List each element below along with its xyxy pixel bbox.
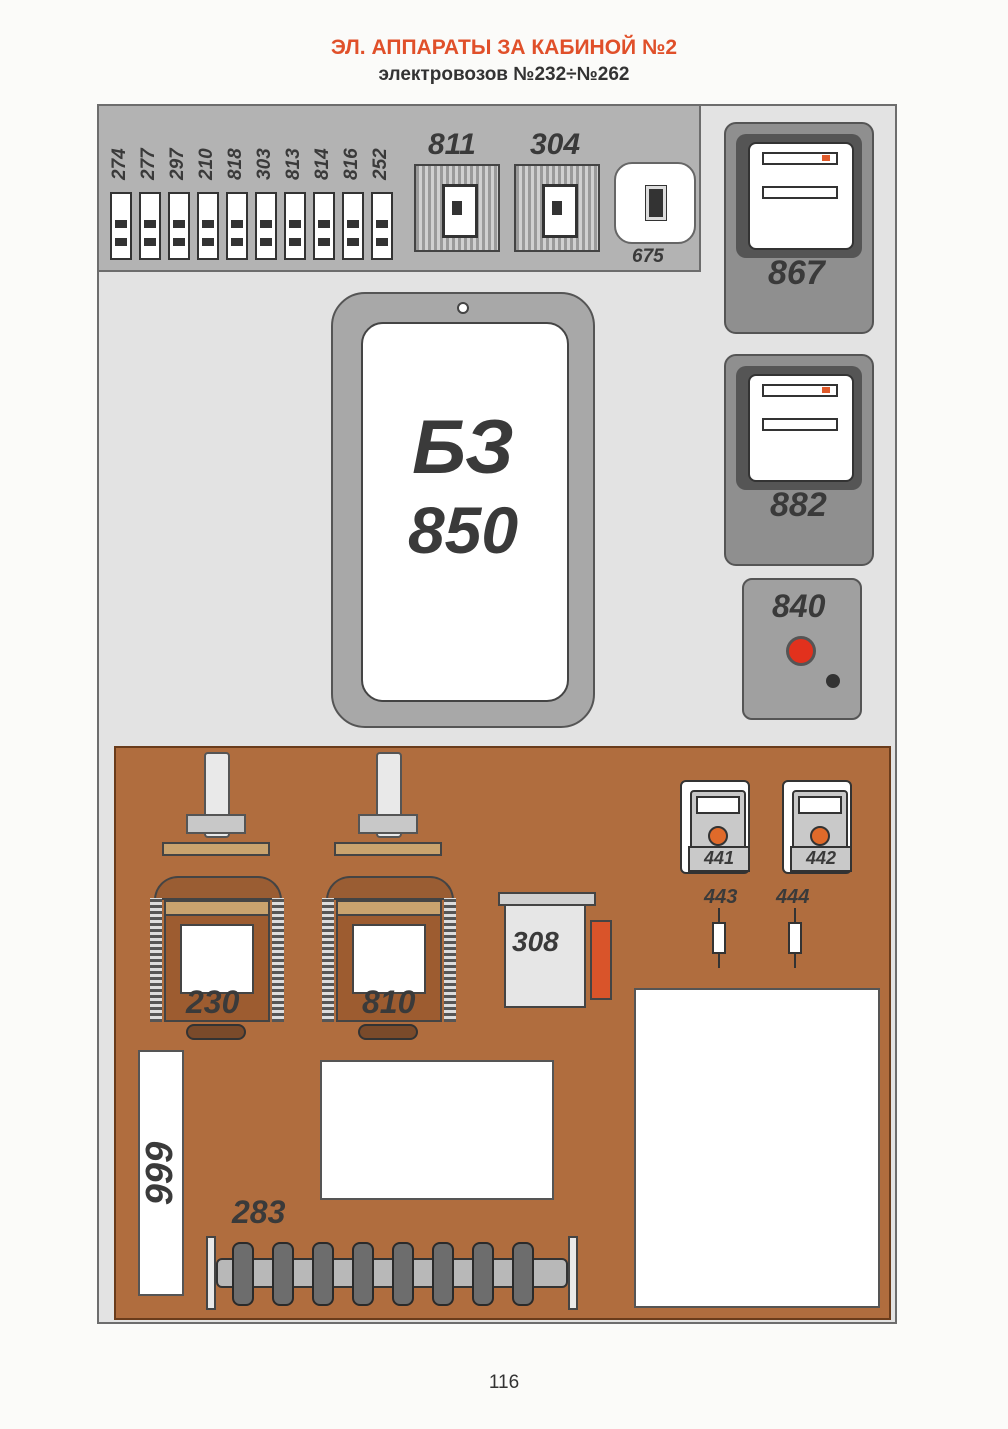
kp-box-1 [320, 1060, 554, 1200]
meter-867 [724, 122, 874, 334]
contactor-304 [514, 164, 600, 252]
breaker-label: 303 [254, 148, 275, 180]
drum-label-283: 283 [232, 1194, 286, 1230]
meter-label-882: 882 [770, 486, 827, 524]
drum-switch-283 [206, 1234, 582, 1314]
black-button-icon [826, 674, 840, 688]
page-title: ЭЛ. АППАРАТЫ ЗА КАБИНОЙ №2 [330, 36, 678, 59]
fuse-443 [712, 908, 726, 968]
block-bz-number: 850 [407, 493, 519, 567]
relay-label-441: 441 [688, 846, 750, 872]
meter-882 [724, 354, 874, 566]
circuit-breaker [226, 192, 248, 260]
contactor-230 [150, 748, 300, 1048]
circuit-breaker [139, 192, 161, 260]
breaker-label: 813 [283, 148, 304, 180]
breaker-label: 814 [312, 148, 333, 180]
contactor-label-230: 230 [186, 984, 240, 1020]
relay-label-308: 308 [512, 926, 559, 957]
block-bz-850 [331, 292, 595, 728]
breaker-label: 252 [370, 148, 391, 180]
breaker-label: 818 [225, 148, 246, 180]
contactor-label-811: 811 [428, 128, 476, 161]
relay-441: 441 [680, 780, 750, 874]
contactor-810 [322, 748, 472, 1048]
circuit-breaker [110, 192, 132, 260]
circuit-breaker [284, 192, 306, 260]
fuse-444 [788, 908, 802, 968]
page-number: 116 [488, 1372, 520, 1393]
relay-label-442: 442 [790, 846, 852, 872]
contactor-811 [414, 164, 500, 252]
contactor-label-304: 304 [530, 128, 581, 161]
page-subtitle: электровозов №232÷№262 [378, 64, 630, 85]
circuit-breaker [342, 192, 364, 260]
resistor-999 [138, 1050, 184, 1296]
toggle-switch-675 [614, 162, 696, 244]
circuit-breaker [168, 192, 190, 260]
breaker-label: 297 [167, 148, 188, 180]
relay-308 [498, 892, 620, 1010]
relay-442: 442 [782, 780, 852, 874]
circuit-breaker [197, 192, 219, 260]
breaker-label: 816 [341, 148, 362, 180]
circuit-breaker [313, 192, 335, 260]
block-bz-label: БЗ [412, 405, 514, 490]
fuse-label-444: 444 [776, 886, 810, 908]
contactor-label-810: 810 [362, 984, 416, 1020]
red-lamp-icon [786, 636, 816, 666]
breaker-label: 274 [109, 148, 130, 180]
meter-label-867: 867 [768, 254, 825, 292]
breaker-label: 210 [196, 148, 217, 180]
circuit-breaker [255, 192, 277, 260]
breaker-label: 277 [138, 148, 159, 180]
fuse-label-443: 443 [704, 886, 738, 908]
switch-label-675: 675 [632, 246, 664, 267]
circuit-breaker [371, 192, 393, 260]
kp-box-2 [634, 988, 880, 1308]
indicator-label-840: 840 [772, 588, 826, 624]
resistor-label-999: 999 [139, 1141, 182, 1205]
